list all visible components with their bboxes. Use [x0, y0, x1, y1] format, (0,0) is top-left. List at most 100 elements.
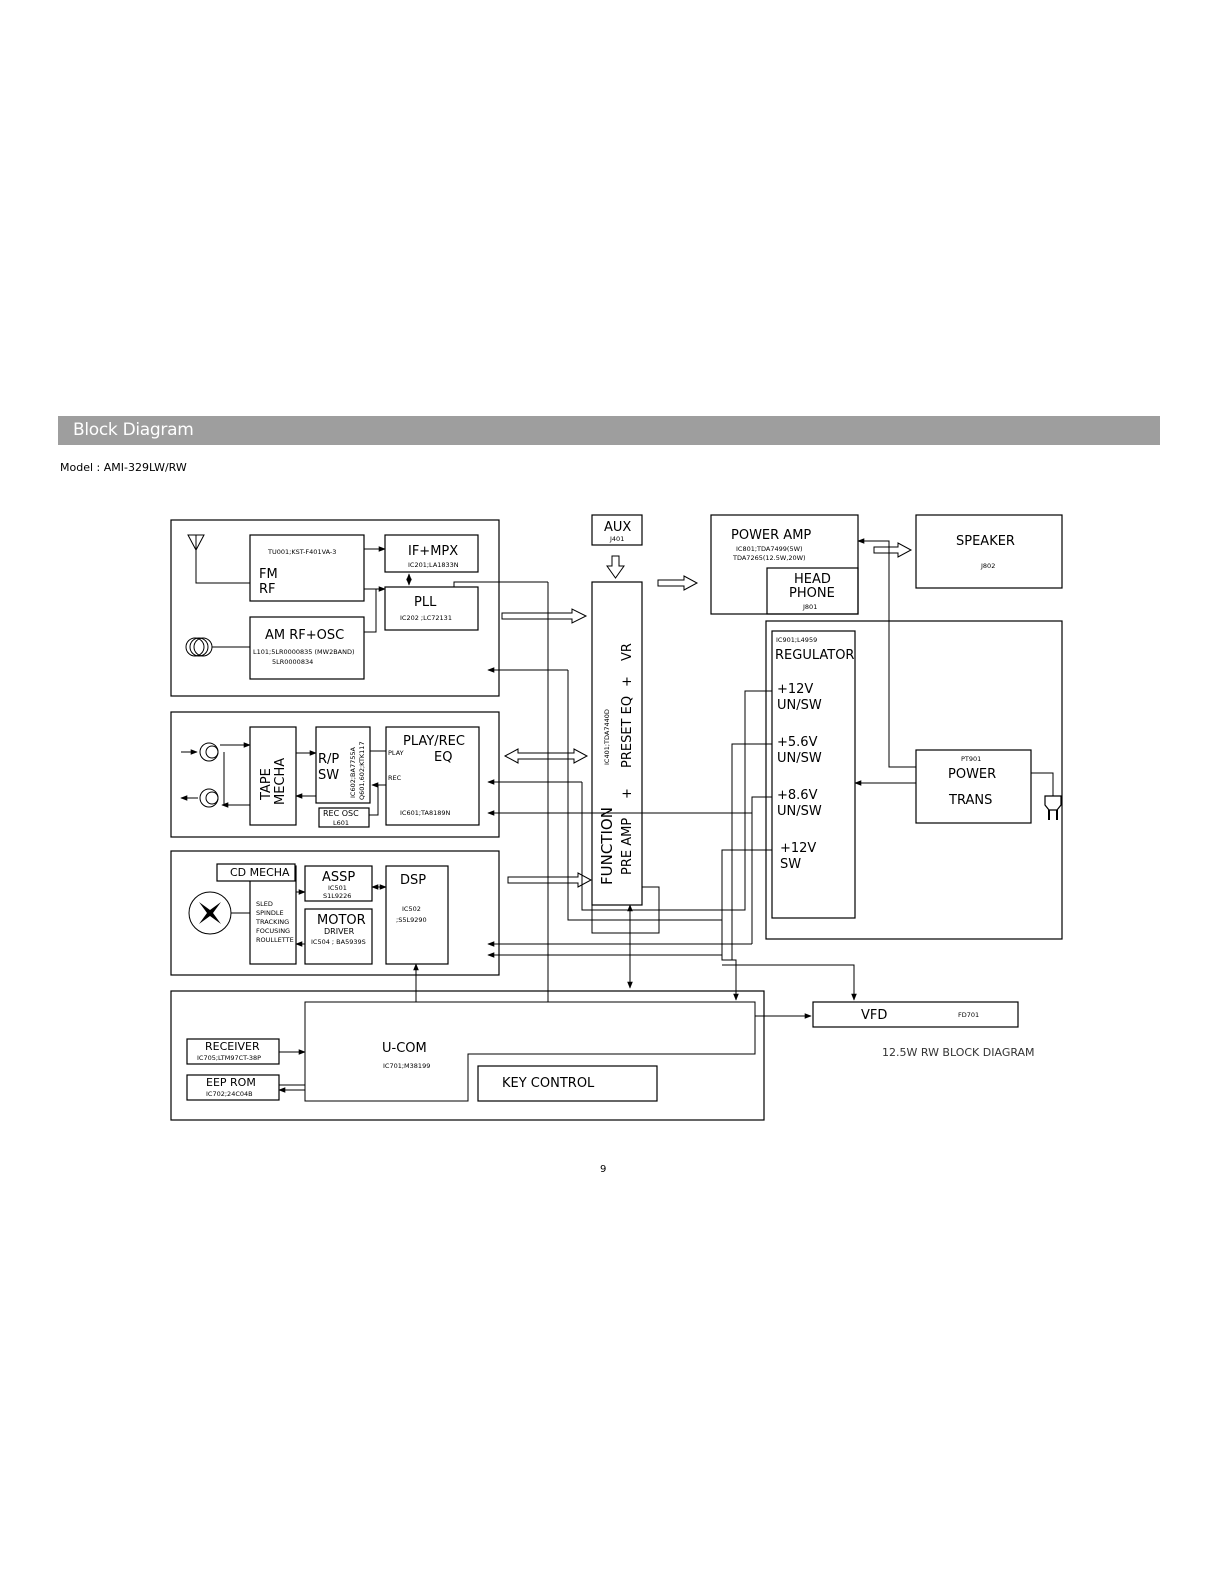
receiver-ic-label: IC705;LTM97CT-38P [197, 1054, 261, 1062]
ucom-label: U-COM [382, 1041, 427, 1056]
tape-section [170, 711, 500, 838]
tuner-section [170, 519, 500, 697]
headphone-box [766, 567, 859, 615]
sw-label: SW [318, 768, 339, 783]
cd-pickup-icon [188, 891, 232, 935]
section-header-bar: Block Diagram [58, 416, 1160, 445]
vfd-label: VFD [861, 1008, 887, 1023]
vfd-ref-label: FD701 [958, 1011, 979, 1019]
play-signal-label: PLAY [388, 749, 404, 757]
function-plus-2: + [620, 676, 635, 687]
power-trans-ref-label: PT901 [961, 755, 981, 763]
spindle-label: SPINDLE [256, 909, 284, 917]
rp-switch-box [315, 726, 371, 804]
eq-ic-label: IC601;TA8189N [400, 809, 451, 817]
rec-signal-label: REC [388, 774, 402, 782]
am-coil-icon [185, 637, 250, 657]
am-rf-osc-box [249, 616, 365, 680]
v56-label: +5.6V [777, 735, 818, 750]
tape-mecha-box [249, 726, 297, 826]
cd-to-function-arrow [507, 872, 593, 888]
receiver-label: RECEIVER [205, 1040, 260, 1053]
assp-ic-label-2: S1L9226 [323, 892, 351, 900]
preset-eq-label: PRESET EQ [620, 696, 635, 768]
assp-label: ASSP [322, 870, 355, 885]
rf-label: RF [259, 582, 276, 597]
head-label: HEAD [794, 572, 831, 587]
power-amp-ic-label-1: IC801;TDA7499(5W) [736, 545, 803, 553]
power-label: POWER [948, 767, 996, 782]
trans-label: TRANS [948, 793, 992, 808]
pll-box [384, 586, 479, 631]
motor-label: MOTOR [317, 913, 366, 928]
ucom-box [304, 1001, 756, 1102]
vfd-box [812, 1001, 1019, 1028]
aux-label: AUX [604, 520, 631, 535]
cd-section [170, 850, 500, 976]
power-amp-to-speaker-arrow [873, 542, 913, 558]
aux-jack-label: J401 [609, 535, 624, 543]
headphone-jack-label: J801 [802, 603, 817, 611]
dsp-label: DSP [400, 873, 426, 888]
tuner-to-function-arrow [501, 608, 588, 624]
rp-ic-label-1: IC602;BA7755A [349, 747, 357, 798]
phone-label: PHONE [789, 586, 835, 601]
dsp-ic-label-1: IC502 [402, 905, 421, 913]
motor-driver-box [304, 908, 373, 965]
cd-mecha-label: CD MECHA [230, 866, 290, 879]
function-plus-1: + [620, 788, 635, 799]
cd-mecha-label-box [216, 863, 296, 882]
assp-box [304, 865, 373, 902]
preamp-label: PRE AMP [620, 818, 635, 875]
power-amp-ic-label-2: TDA7265(12.5W,20W) [732, 554, 806, 562]
speaker-jack-label: J802 [980, 562, 995, 570]
v56-sub-label: UN/SW [777, 751, 822, 766]
v86-label: +8.6V [777, 788, 818, 803]
am-coil-label-1: L101;5LR0000835 (MW2BAND) [253, 648, 355, 656]
rp-ic-label-2: Q601,602;KTK117 [358, 741, 366, 800]
power-amp-label: POWER AMP [731, 528, 811, 543]
key-control-box [477, 1065, 658, 1102]
play-rec-eq-box [385, 726, 480, 826]
pll-ic-label: IC202 ;LC72131 [400, 614, 452, 622]
tape-mecha-label-2: MECHA [273, 758, 288, 805]
tracking-label: TRACKING [255, 918, 289, 926]
function-preamp-box [591, 581, 643, 906]
tape-mecha-label-1: TAPE [259, 768, 274, 801]
function-to-power-amp-arrow [657, 575, 699, 591]
tuner-fm-rf-box [249, 534, 365, 602]
aux-arrow [606, 555, 625, 579]
focusing-label: FOCUSING [256, 927, 290, 935]
regulator-label: REGULATOR [775, 648, 854, 663]
section-title: Block Diagram [73, 420, 194, 440]
speaker-label: SPEAKER [956, 534, 1015, 549]
eq-label: EQ [434, 750, 452, 765]
tape-function-bidirectional-arrow [503, 748, 589, 764]
key-control-label: KEY CONTROL [502, 1076, 595, 1091]
regulator-box [771, 630, 856, 919]
ucom-ic-label: IC701;M38199 [383, 1062, 430, 1070]
power-plug-icon [1031, 772, 1062, 820]
play-rec-label: PLAY/REC [403, 734, 465, 749]
am-rf-osc-label: AM RF+OSC [265, 628, 344, 643]
v12-sw-label: +12V [780, 841, 816, 856]
model-label: Model : AMI-329LW/RW [60, 461, 187, 474]
regulator-ic-label: IC901;L4959 [776, 636, 817, 644]
roullette-label: ROULLETTE [256, 936, 294, 944]
speaker-box [915, 514, 1063, 589]
if-mpx-label: IF+MPX [408, 544, 458, 559]
rec-osc-coil-label: L601 [333, 819, 349, 827]
rp-label: R/P [318, 752, 339, 767]
function-ic-label: IC401;TDA7440D [603, 709, 611, 765]
antenna-icon [187, 534, 250, 584]
function-label: FUNCTION [598, 807, 616, 885]
v86-sub-label: UN/SW [777, 804, 822, 819]
v12-sw-sub-label: SW [780, 857, 801, 872]
eeprom-ic-label: IC702;24C04B [206, 1090, 253, 1098]
rec-osc-label: REC OSC [323, 809, 359, 818]
if-mpx-ic-label: IC201;LA1833N [408, 561, 459, 569]
tuner-ic-label: TU001;KST-F401VA-3 [267, 548, 336, 556]
aux-box [591, 514, 643, 546]
ucom-section [170, 990, 765, 1121]
